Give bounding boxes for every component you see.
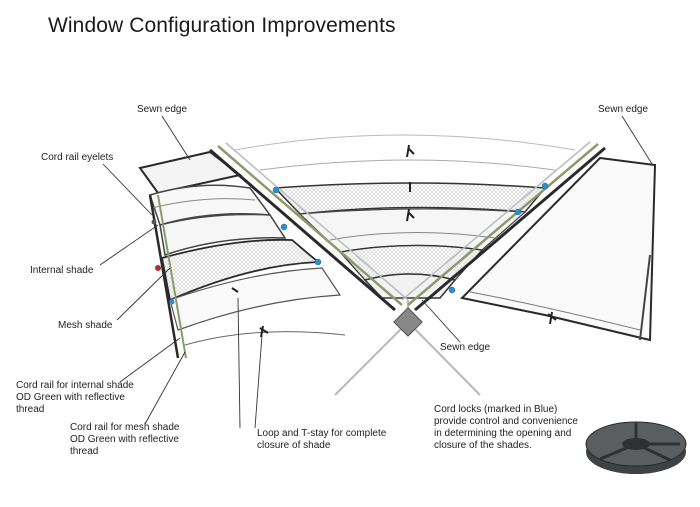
label-loop-tstay: Loop and T-stay for complete closure of … (257, 428, 417, 452)
label-line: Loop and T-stay for complete (257, 428, 387, 439)
label-line: Cord rail for internal shade (16, 380, 134, 391)
cord-lock-product-icon (585, 421, 687, 474)
label-internal-shade: Internal shade (30, 265, 94, 276)
label-line: provide control and convenience (434, 416, 578, 427)
label-mesh-shade: Mesh shade (58, 320, 113, 331)
label-cord-rail-mesh: Cord rail for mesh shade OD Green with r… (70, 422, 220, 458)
label-cord-locks: Cord locks (marked in Blue) provide cont… (434, 404, 604, 452)
right-diagonal-rail (401, 141, 606, 312)
left-diagonal-rail (209, 142, 409, 312)
leader-lines (99, 115, 653, 429)
label-sewn-edge-center: Sewn edge (440, 342, 491, 353)
cord-locks (272, 182, 549, 294)
label-line: closure of the shades. (434, 440, 532, 451)
page-title: Window Configuration Improvements (48, 14, 396, 37)
label-line: Cord locks (marked in Blue) (434, 404, 558, 415)
label-line: thread (16, 404, 45, 415)
label-line: closure of shade (257, 440, 331, 451)
label-sewn-edge-left: Sewn edge (137, 104, 188, 115)
label-line: Cord rail for mesh shade (70, 422, 180, 433)
label-line: OD Green with reflective (16, 392, 125, 403)
label-line: thread (70, 446, 99, 457)
label-cord-rail-internal: Cord rail for internal shade OD Green wi… (16, 380, 166, 416)
label-sewn-edge-right: Sewn edge (598, 104, 649, 115)
left-shade-panel (138, 150, 346, 359)
center-hub (393, 307, 423, 337)
label-line: OD Green with reflective (70, 434, 179, 445)
label-line: in determining the opening and (434, 428, 572, 439)
right-shade-panel (459, 156, 657, 342)
label-cord-rail-eyelets: Cord rail eyelets (41, 152, 114, 163)
